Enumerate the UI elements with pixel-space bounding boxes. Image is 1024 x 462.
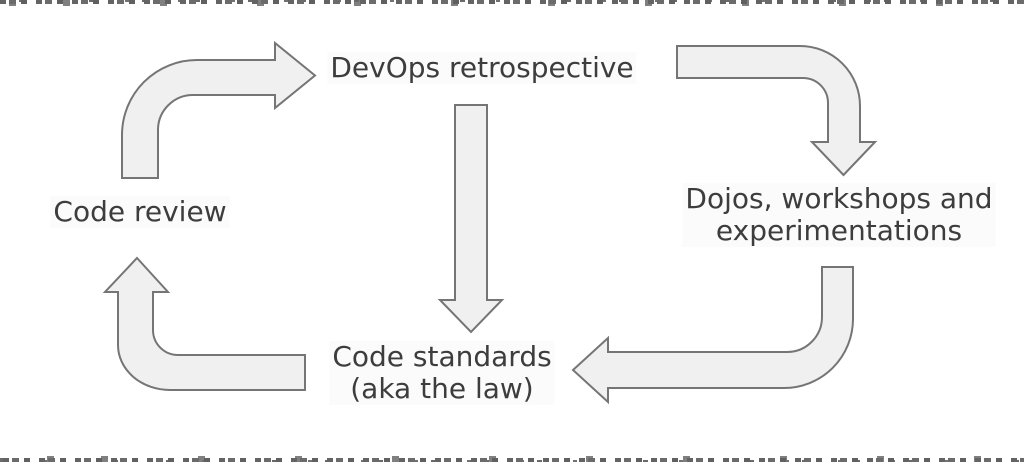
node-label: DevOps retrospective: [327, 52, 637, 84]
cropped-text-artifact-top: [0, 0, 1024, 6]
node-devops-retrospective: DevOps retrospective: [327, 52, 637, 84]
arrow-dojos-to-standards: [571, 266, 854, 405]
node-code-review: Code review: [50, 196, 230, 228]
arrow-code-review-to-retrospective: [121, 40, 317, 179]
arrow-standards-to-code-review: [102, 256, 306, 391]
node-label-line2: experimentations: [682, 215, 996, 247]
node-label: Code review: [50, 196, 230, 228]
node-label-line1: Code standards: [329, 341, 555, 373]
node-dojos-workshops: Dojos, workshops and experimentations: [682, 183, 996, 247]
node-label-line1: Dojos, workshops and: [682, 183, 996, 215]
cropped-text-artifact-bottom: [0, 456, 1024, 462]
arrow-retrospective-to-standards: [437, 104, 505, 334]
node-label-line2: (aka the law): [329, 373, 555, 405]
node-code-standards: Code standards (aka the law): [329, 341, 555, 405]
arrow-retrospective-to-dojos: [676, 45, 878, 177]
